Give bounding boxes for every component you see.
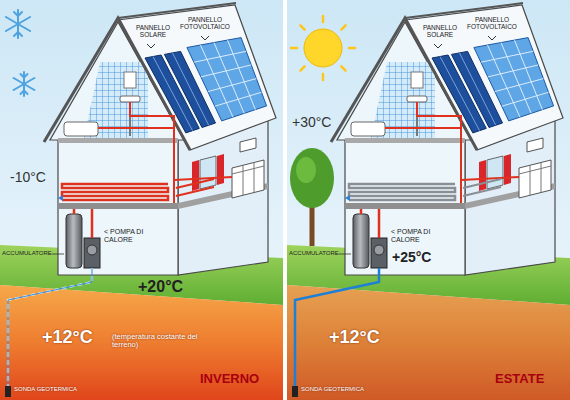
temperature-label: +12°C xyxy=(42,328,93,348)
floor-cooling-coil xyxy=(463,179,501,196)
winter-panel xyxy=(0,0,283,400)
part-label: < POMPA DI CALORE xyxy=(104,228,144,243)
panel-label: PANNELLO FOTOVOLTAICO xyxy=(465,16,519,30)
flow-arrow xyxy=(345,195,350,201)
geothermal-probe xyxy=(8,268,92,388)
soil xyxy=(0,285,283,400)
tree xyxy=(290,148,334,246)
part-label: SONDA GEOTERMICA xyxy=(301,386,364,393)
temperature-label: +12°C xyxy=(329,328,380,348)
soil xyxy=(287,285,570,400)
temperature-label: -10°C xyxy=(10,170,46,185)
geothermal-probe xyxy=(295,268,379,388)
panel-label: PANNELLO SOLARE xyxy=(420,24,460,38)
separator xyxy=(283,0,287,400)
probe-tip xyxy=(5,386,11,397)
snowflake xyxy=(14,72,35,96)
sky xyxy=(0,0,283,400)
panel-label: PANNELLO FOTOVOLTAICO xyxy=(178,16,232,30)
part-label: ACCUMULATORE xyxy=(2,250,52,257)
part-label: < POMPA DI CALORE xyxy=(391,228,431,243)
note: (temperatura costante del terreno) xyxy=(112,333,202,350)
part-label: ACCUMULATORE xyxy=(289,250,339,257)
temperature-label: +30°C xyxy=(292,115,331,130)
sky xyxy=(287,0,570,400)
flow-arrow xyxy=(58,195,63,201)
summer-panel xyxy=(287,0,570,400)
part-label: SONDA GEOTERMICA xyxy=(14,386,77,393)
floor-cooling-coil xyxy=(349,184,455,200)
season-label: INVERNO xyxy=(200,372,259,386)
sun xyxy=(291,16,355,80)
floor-heating-coil xyxy=(176,179,214,196)
temperature-label: +20°C xyxy=(138,278,183,296)
geothermal-probe xyxy=(8,268,92,388)
panel-label: PANNELLO SOLARE xyxy=(133,24,173,38)
season-label: ESTATE xyxy=(495,372,544,386)
probe-tip xyxy=(292,386,298,397)
temperature-label: +25°C xyxy=(392,250,431,265)
floor-heating-coil xyxy=(62,184,168,200)
snowflake xyxy=(6,10,30,38)
